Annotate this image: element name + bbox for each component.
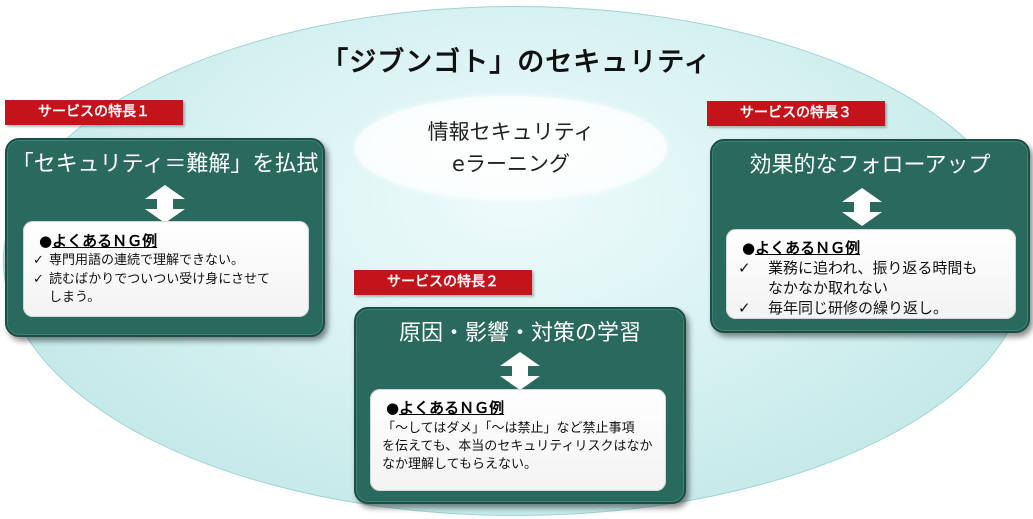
feature-3-ng-heading: ●よくあるＮＧ例 <box>742 237 860 258</box>
feature-3-ng-item-2: ✓ 毎年同じ研修の繰り返し。 <box>738 299 948 318</box>
main-title: 「ジブンゴト」のセキュリティ <box>321 47 712 78</box>
feature-3-ng-label: よくあるＮＧ例 <box>755 239 861 257</box>
feature-1-badge: サービスの特長１ <box>5 100 183 125</box>
feature-2-ng-line-2: を伝えても、本当のセキュリティリスクはなか <box>382 439 653 454</box>
feature-2-double-arrow-icon <box>500 352 540 390</box>
feature-2-ng-line-1: 「～してはダメ」「～は禁止」など禁止事項 <box>382 421 635 436</box>
check-icon: ✓ <box>738 259 751 277</box>
feature-2-ng-box: ●よくあるＮＧ例 「～してはダメ」「～は禁止」など禁止事項 を伝えても、本当のセ… <box>370 389 666 491</box>
check-icon: ✓ <box>738 299 751 317</box>
feature-1-ng-item-2: ✓ 読むばかりでついつい受け身にさせて しまう。 <box>33 271 270 305</box>
feature-3-ng-box: ●よくあるＮＧ例 ✓ 業務に追われ、振り返る時間も なかなか取れない ✓ 毎年同… <box>726 229 1016 319</box>
center-oval: 情報セキュリティ eラーニング <box>355 96 667 200</box>
feature-2-ng-line-3: なか理解してもらえない。 <box>382 457 537 472</box>
feature-3-ng-item-1-line-2: なかなか取れない <box>768 279 889 297</box>
bullet-icon: ● <box>742 239 756 257</box>
bullet-icon: ● <box>39 232 53 250</box>
feature-1-ng-box: ●よくあるＮＧ例 ✓ 専門用語の連続で理解できない。 ✓ 読むばかりでついつい受… <box>23 221 309 317</box>
feature-1-ng-item-1-line-1: 専門用語の連続で理解できない。 <box>49 253 245 268</box>
feature-3-badge: サービスの特長３ <box>707 101 885 126</box>
bullet-icon: ● <box>386 399 400 417</box>
feature-1-ng-heading: ●よくあるＮＧ例 <box>39 230 157 251</box>
feature-3-ng-item-1: ✓ 業務に追われ、振り返る時間も なかなか取れない <box>738 259 977 297</box>
feature-3-ng-item-1-line-1: 業務に追われ、振り返る時間も <box>768 259 978 277</box>
center-oval-line-2: eラーニング <box>452 152 570 176</box>
feature-1-title: 「セキュリティ＝難解」を払拭 <box>11 152 319 177</box>
check-icon: ✓ <box>33 272 44 287</box>
feature-1-card: 「セキュリティ＝難解」を払拭 ●よくあるＮＧ例 ✓ 専門用語の連続で理解できない… <box>5 138 325 337</box>
feature-1-ng-label: よくあるＮＧ例 <box>52 232 158 250</box>
feature-3-title: 効果的なフォローアップ <box>749 153 991 178</box>
feature-1-ng-item-1: ✓ 専門用語の連続で理解できない。 <box>33 252 244 269</box>
center-oval-line-1: 情報セキュリティ <box>427 120 595 144</box>
feature-3-card: 効果的なフォローアップ ●よくあるＮＧ例 ✓ 業務に追われ、振り返る時間も なか… <box>710 139 1030 333</box>
feature-1-double-arrow-icon <box>145 185 185 223</box>
feature-2-title: 原因・影響・対策の学習 <box>398 321 641 346</box>
feature-1-ng-item-2-line-2: しまう。 <box>49 290 101 305</box>
feature-2-card: 原因・影響・対策の学習 ●よくあるＮＧ例 「～してはダメ」「～は禁止」など禁止事… <box>354 307 686 504</box>
feature-3-ng-item-2-line-1: 毎年同じ研修の繰り返し。 <box>768 299 949 317</box>
feature-3-double-arrow-icon <box>842 188 882 226</box>
feature-2-ng-heading: ●よくあるＮＧ例 <box>386 397 504 418</box>
check-icon: ✓ <box>33 253 44 268</box>
feature-1-ng-item-2-line-1: 読むばかりでついつい受け身にさせて <box>49 272 271 287</box>
feature-2-badge: サービスの特長２ <box>354 270 532 295</box>
feature-2-ng-label: よくあるＮＧ例 <box>399 399 505 417</box>
